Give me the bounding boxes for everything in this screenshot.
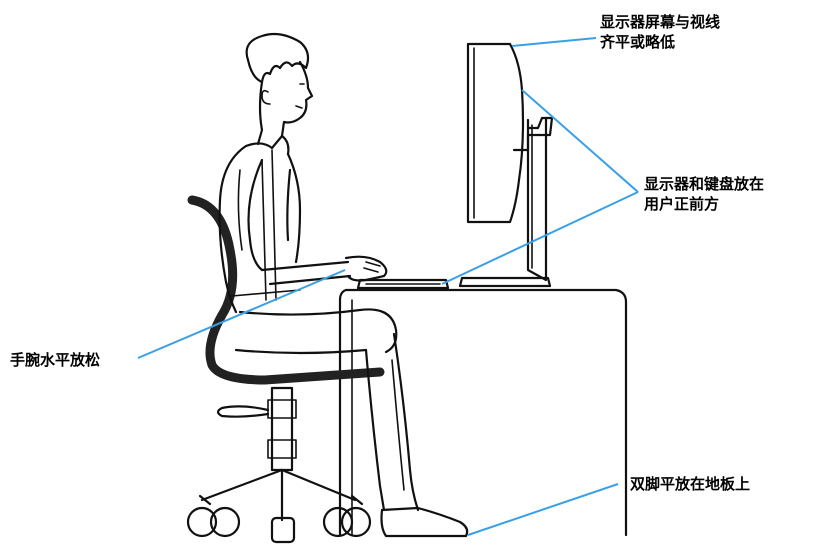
monitor <box>458 42 554 288</box>
callout-line-feet <box>467 483 619 536</box>
callout-wrists-text: 手腕水平放松 <box>10 351 101 369</box>
callout-top-of-screen: 显示器屏幕与视线 齐平或略低 <box>600 12 720 52</box>
callout-monitor-keyboard-line1: 显示器和键盘放在 <box>644 175 765 193</box>
callout-line-keyboard <box>441 191 639 285</box>
callout-monitor-keyboard: 显示器和键盘放在 用户正前方 <box>644 174 764 214</box>
callout-top-of-screen-line2: 齐平或略低 <box>600 33 676 51</box>
callout-line-top-of-screen <box>511 37 597 47</box>
callout-wrists: 手腕水平放松 <box>10 350 100 370</box>
callout-line-wrist <box>137 269 346 359</box>
callout-top-of-screen-line1: 显示器屏幕与视线 <box>600 13 721 31</box>
callout-monitor-keyboard-line2: 用户正前方 <box>644 195 720 213</box>
callout-feet: 双脚平放在地板上 <box>630 474 750 494</box>
office-chair <box>186 195 385 544</box>
callout-line-monitor <box>521 89 639 193</box>
keyboard <box>356 278 450 290</box>
seated-person <box>218 32 469 538</box>
callout-feet-text: 双脚平放在地板上 <box>630 475 751 493</box>
callout-lines <box>137 37 639 536</box>
